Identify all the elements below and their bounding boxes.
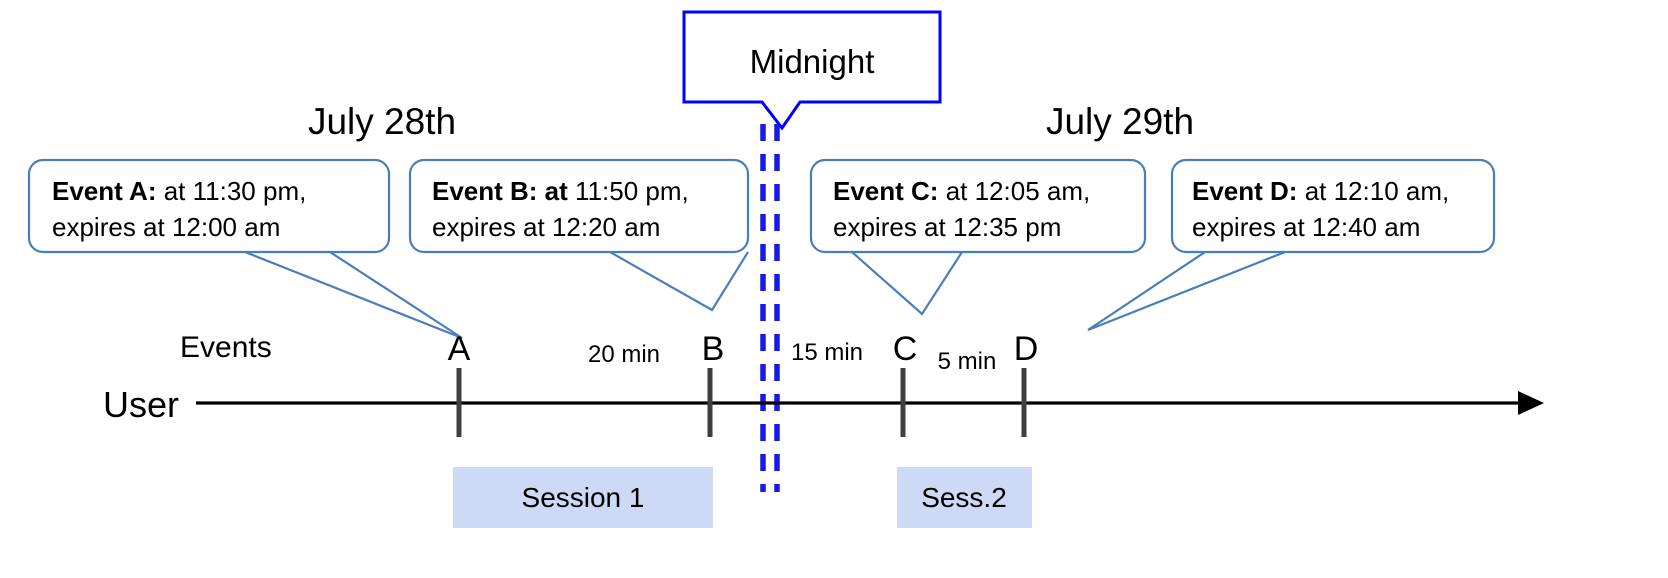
callout-event-b-line1: Event B: at 11:50 pm, <box>432 176 689 206</box>
timeline-axis <box>196 391 1544 415</box>
marker-label-c: C <box>893 330 918 368</box>
callout-event-c-line2: expires at 12:35 pm <box>833 212 1061 242</box>
date-label-july-28: July 28th <box>308 101 456 142</box>
callout-event-d-tail <box>1087 250 1286 332</box>
marker-label-b: B <box>702 330 725 368</box>
callout-event-b-rest: 11:50 pm, <box>568 176 689 206</box>
callout-event-d-line1: Event D: at 12:10 am, <box>1192 176 1449 206</box>
callout-event-b-box <box>408 158 750 254</box>
axis-arrowhead-icon <box>1518 391 1544 415</box>
callout-event-c-rest: at 12:05 am, <box>938 176 1090 206</box>
callout-event-b[interactable]: Event B: at 11:50 pm, expires at 12:20 a… <box>408 158 750 312</box>
interval-label-bc: 15 min <box>791 339 863 366</box>
callout-event-a-tail <box>244 250 463 340</box>
callout-event-a-line1: Event A: at 11:30 pm, <box>52 176 306 206</box>
callout-event-d-box <box>1170 158 1496 254</box>
callout-event-c[interactable]: Event C: at 12:05 am, expires at 12:35 p… <box>809 158 1147 316</box>
session-1-rect <box>453 467 713 528</box>
midnight-divider-line <box>760 124 780 492</box>
lane-label-user: User <box>103 384 179 425</box>
callout-event-a-strong: Event A: <box>52 176 157 206</box>
midnight-callout[interactable]: Midnight <box>682 10 942 131</box>
interval-label-cd: 5 min <box>938 348 997 375</box>
date-label-july-29: July 29th <box>1046 101 1194 142</box>
session-2-rect <box>897 467 1032 528</box>
callout-event-b-line2: expires at 12:20 am <box>432 212 660 242</box>
session-1-label: Session 1 <box>522 482 645 513</box>
callout-event-d-strong: Event D: <box>1192 176 1297 206</box>
callout-event-a-rest: at 11:30 pm, <box>157 176 307 206</box>
lane-label-events: Events <box>180 331 272 364</box>
callout-event-a-line2: expires at 12:00 am <box>52 212 280 242</box>
session-block-1[interactable]: Session 1 <box>453 467 713 528</box>
midnight-callout-shape <box>682 10 942 131</box>
callout-event-c-box <box>809 158 1147 254</box>
callout-event-c-strong: Event C: <box>833 176 938 206</box>
event-markers <box>456 368 1027 437</box>
interval-label-ab: 20 min <box>588 341 660 368</box>
callout-event-d-rest: at 12:10 am, <box>1297 176 1449 206</box>
callout-event-c-line1: Event C: at 12:05 am, <box>833 176 1090 206</box>
callout-event-a[interactable]: Event A: at 11:30 pm, expires at 12:00 a… <box>27 158 463 340</box>
session-2-label: Sess.2 <box>921 482 1007 513</box>
callout-event-b-tail <box>609 251 749 312</box>
session-block-2[interactable]: Sess.2 <box>897 467 1032 528</box>
midnight-label: Midnight <box>750 43 875 80</box>
callout-event-b-strong: Event B: at <box>432 176 568 206</box>
marker-label-d: D <box>1014 330 1039 368</box>
callout-event-d-line2: expires at 12:40 am <box>1192 212 1420 242</box>
callout-event-d[interactable]: Event D: at 12:10 am, expires at 12:40 a… <box>1087 158 1496 332</box>
marker-label-a: A <box>448 330 471 368</box>
callout-event-a-box <box>27 158 391 254</box>
callout-event-c-tail <box>851 251 963 316</box>
